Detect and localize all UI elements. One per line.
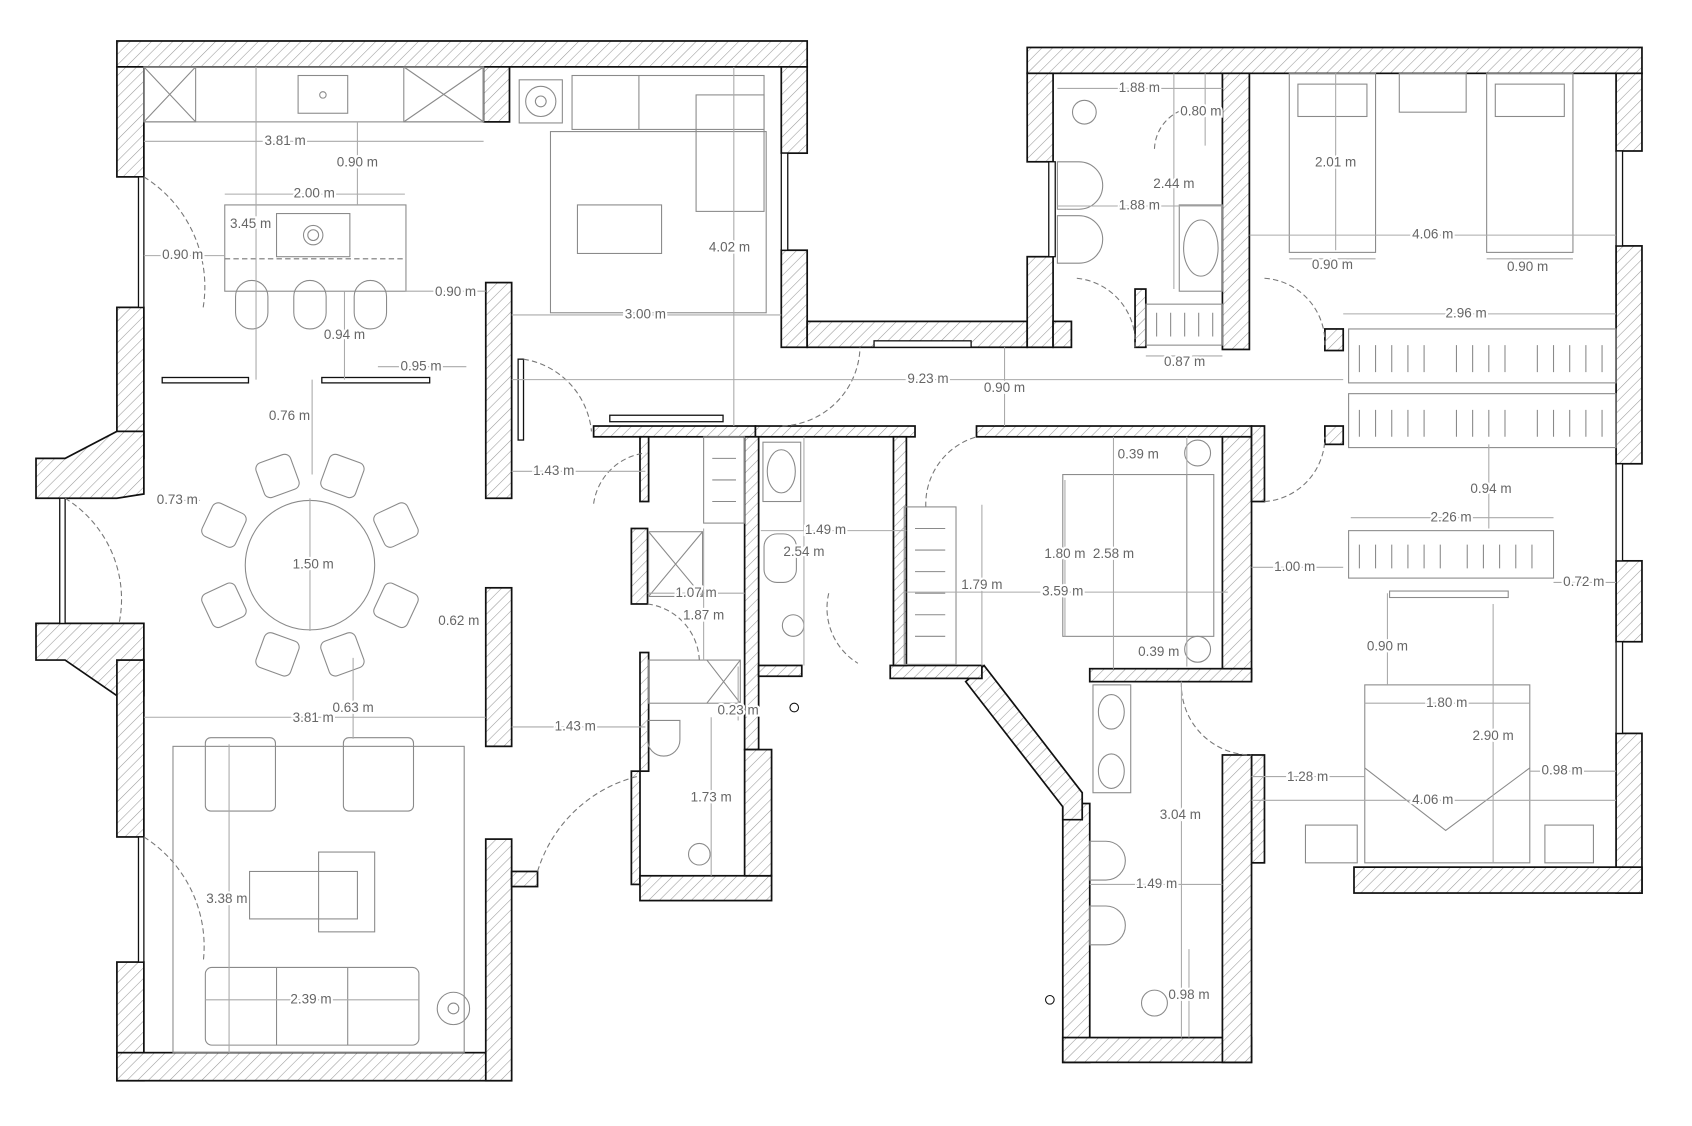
upper-living-sofa bbox=[518, 74, 767, 314]
dim-label: 1.79 m bbox=[961, 577, 1002, 592]
dim-label: 0.90 m bbox=[1367, 639, 1408, 654]
dim-label: 2.54 m bbox=[783, 544, 824, 559]
dim-label: 1.87 m bbox=[683, 607, 724, 622]
dimension-labels: 3.81 m 0.90 m 2.00 m 3.45 m 0.90 m 0.90 … bbox=[155, 78, 1607, 1009]
kitchen-counter bbox=[143, 66, 485, 123]
wardrobes bbox=[703, 303, 1617, 665]
dim-label: 1.49 m bbox=[805, 522, 846, 537]
dim-label: 0.90 m bbox=[162, 247, 203, 262]
kitchen-island bbox=[224, 204, 407, 330]
dim-label: 1.07 m bbox=[675, 585, 716, 600]
dim-label: 0.62 m bbox=[438, 613, 479, 628]
dim-label: 2.01 m bbox=[1315, 154, 1356, 169]
dim-label: 0.80 m bbox=[1180, 104, 1221, 119]
dim-label: 0.90 m bbox=[1312, 257, 1353, 272]
doors bbox=[64, 106, 1326, 963]
dim-label: 0.95 m bbox=[400, 358, 441, 373]
dim-label: 3.59 m bbox=[1042, 584, 1083, 599]
dim-label: 2.58 m bbox=[1093, 546, 1134, 561]
dim-label: 0.87 m bbox=[1164, 354, 1205, 369]
dim-label: 0.39 m bbox=[1118, 447, 1159, 462]
dim-label: 1.43 m bbox=[555, 719, 596, 734]
dim-label: 0.90 m bbox=[1507, 259, 1548, 274]
dim-label: 0.76 m bbox=[269, 408, 310, 423]
dim-label: 0.23 m bbox=[718, 702, 759, 717]
walls bbox=[35, 40, 1643, 1082]
dim-label: 1.49 m bbox=[1136, 876, 1177, 891]
dim-island-width: 2.00 m bbox=[294, 186, 335, 201]
twin-bedroom-furniture bbox=[1288, 72, 1574, 253]
dim-label: 3.38 m bbox=[206, 891, 247, 906]
dim-label: 0.90 m bbox=[337, 154, 378, 169]
dim-label: 0.63 m bbox=[333, 700, 374, 715]
dim-kitchen-depth: 3.45 m bbox=[230, 216, 271, 231]
dim-label: 0.72 m bbox=[1563, 574, 1604, 589]
dim-label: 2.44 m bbox=[1153, 176, 1194, 191]
dim-label: 0.90 m bbox=[435, 284, 476, 299]
dim-label: 1.28 m bbox=[1287, 769, 1328, 784]
dim-label: 0.98 m bbox=[1542, 763, 1583, 778]
dim-corridor-length: 9.23 m bbox=[907, 371, 948, 386]
furniture bbox=[143, 66, 1617, 1054]
dim-label: 2.26 m bbox=[1430, 509, 1471, 524]
dim-label: 1.73 m bbox=[691, 790, 732, 805]
windows bbox=[59, 150, 1624, 963]
dim-living-depth: 4.02 m bbox=[709, 240, 750, 255]
dim-label: 0.94 m bbox=[1470, 481, 1511, 496]
middle-bed bbox=[1062, 439, 1215, 663]
dim-label: 2.90 m bbox=[1473, 728, 1514, 743]
dim-lower-living-width: 3.81 m bbox=[293, 710, 334, 725]
dim-label: 1.80 m bbox=[1044, 546, 1085, 561]
dim-label: 4.06 m bbox=[1412, 227, 1453, 242]
lower-living-furniture bbox=[172, 737, 471, 1054]
dim-label: 2.96 m bbox=[1446, 305, 1487, 320]
dim-label: 1.00 m bbox=[1274, 559, 1315, 574]
dim-label: 0.39 m bbox=[1138, 644, 1179, 659]
master-bed bbox=[1304, 590, 1594, 864]
dim-sofa-width: 2.39 m bbox=[290, 991, 331, 1006]
dimension-lines bbox=[143, 66, 1617, 1053]
dim-label: 1.88 m bbox=[1119, 198, 1160, 213]
dim-living-width: 3.00 m bbox=[625, 306, 666, 321]
dim-label: 4.06 m bbox=[1412, 792, 1453, 807]
dim-table-diameter: 1.50 m bbox=[293, 557, 334, 572]
sanitary-fixtures bbox=[647, 99, 1223, 1017]
dim-corridor-width: 0.90 m bbox=[984, 380, 1025, 395]
dim-label: 0.98 m bbox=[1168, 987, 1209, 1002]
dim-label: 1.43 m bbox=[533, 463, 574, 478]
dim-kitchen-width: 3.81 m bbox=[265, 133, 306, 148]
dim-label: 0.73 m bbox=[157, 492, 198, 507]
dim-label: 3.04 m bbox=[1160, 807, 1201, 822]
dim-label: 1.80 m bbox=[1426, 695, 1467, 710]
dim-label: 1.88 m bbox=[1119, 80, 1160, 95]
dim-label: 0.94 m bbox=[324, 327, 365, 342]
